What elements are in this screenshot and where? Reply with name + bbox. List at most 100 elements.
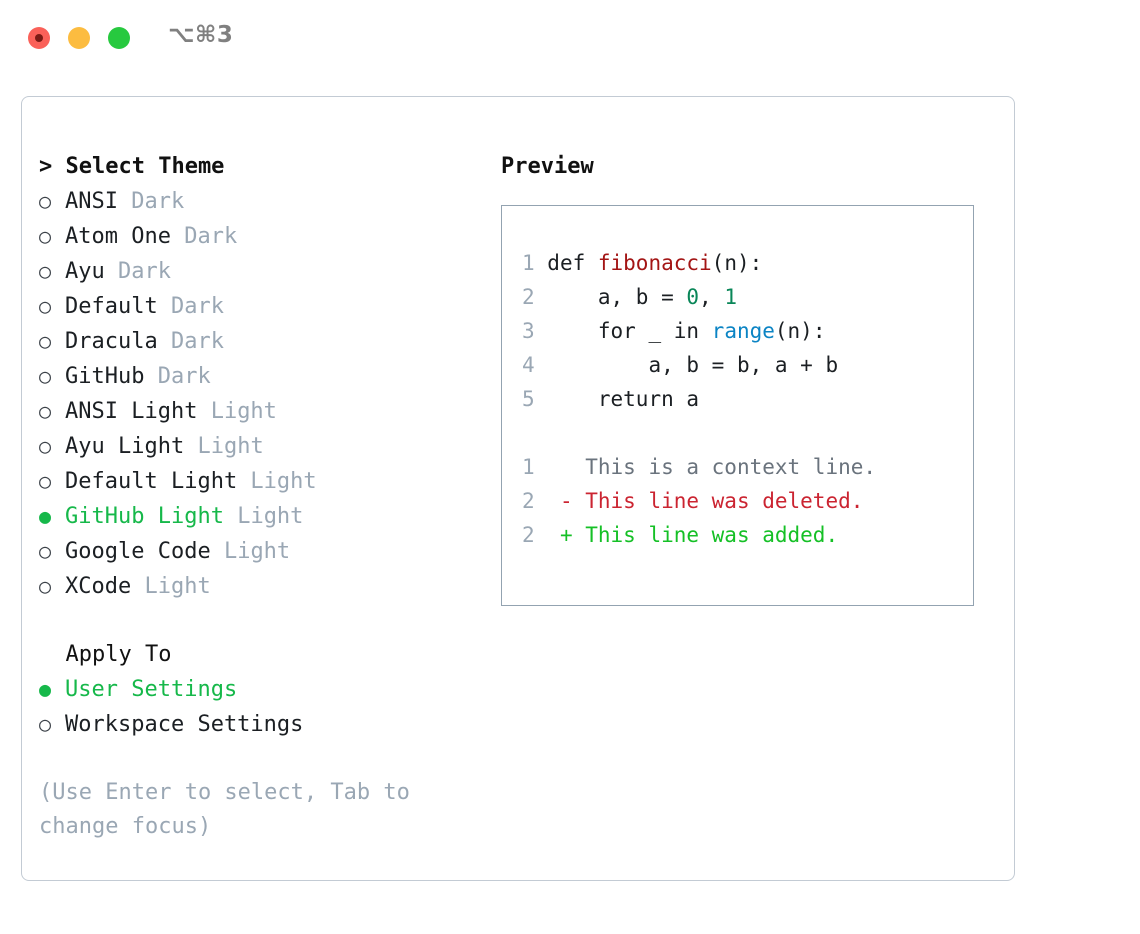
- diff-text: This is a context line.: [559, 455, 877, 479]
- theme-option-atom-one[interactable]: ○ Atom One Dark: [39, 219, 479, 254]
- diff-line: 2 + This line was added.: [522, 518, 973, 552]
- theme-option-github-light[interactable]: ● GitHub Light Light: [39, 499, 479, 534]
- code-line: 4 a, b = b, a + b: [522, 348, 973, 382]
- option-label: Ayu Light: [65, 434, 185, 459]
- code-token: (n):: [711, 251, 763, 275]
- line-number: 4: [522, 353, 548, 377]
- theme-selector-panel: > Select Theme ○ANSI Dark○Atom One Dark○…: [21, 96, 1015, 881]
- theme-option-ayu[interactable]: ○ Ayu Dark: [39, 254, 479, 289]
- radio-unselected-icon: ○: [39, 329, 52, 353]
- option-label: XCode: [65, 574, 132, 599]
- apply-option-workspace-settings[interactable]: ○ Workspace Settings: [39, 707, 479, 742]
- diff-text: - This line was deleted.: [559, 489, 864, 513]
- theme-option-ansi[interactable]: ○ANSI Dark: [39, 184, 479, 219]
- theme-option-dracula[interactable]: ○ Dracula Dark: [39, 324, 479, 359]
- apply-option-user-settings[interactable]: ● User Settings: [39, 672, 479, 707]
- code-line: 1 def fibonacci(n):: [522, 246, 973, 280]
- code-token: a, b =: [547, 285, 687, 309]
- code-token: ,: [699, 285, 725, 309]
- theme-list-column: > Select Theme ○ANSI Dark○Atom One Dark○…: [39, 150, 479, 844]
- option-variant-badge: Dark: [104, 259, 171, 284]
- radio-unselected-icon: ○: [39, 399, 52, 423]
- option-variant-badge: Dark: [144, 364, 211, 389]
- theme-option-google-code[interactable]: ○Google Code Light: [39, 534, 479, 569]
- option-variant-badge: Light: [197, 399, 277, 424]
- option-label: Default: [65, 294, 158, 319]
- title-bar: ⌥⌘3: [0, 0, 1140, 78]
- section-spacer: [39, 604, 479, 638]
- diff-line: 2 - This line was deleted.: [522, 484, 973, 518]
- option-label: GitHub: [65, 364, 145, 389]
- option-label: Dracula: [65, 329, 158, 354]
- theme-option-ayu-light[interactable]: ○ Ayu Light Light: [39, 429, 479, 464]
- code-line: 5 return a: [522, 382, 973, 416]
- line-number: 5: [522, 387, 548, 411]
- code-token: (n):: [774, 319, 826, 343]
- option-variant-badge: Dark: [170, 224, 238, 249]
- option-variant-badge: Dark: [157, 294, 224, 319]
- theme-option-ansi-light[interactable]: ○ ANSI Light Light: [39, 394, 479, 429]
- radio-unselected-icon: ○: [39, 712, 52, 736]
- code-token: range: [711, 319, 775, 343]
- line-number: 1: [522, 455, 560, 479]
- maximize-button[interactable]: [108, 27, 130, 49]
- option-label: Ayu: [65, 259, 105, 284]
- option-label: ANSI: [65, 189, 118, 214]
- theme-option-github[interactable]: ○ GitHub Dark: [39, 359, 479, 394]
- theme-option-default[interactable]: ○Default Dark: [39, 289, 479, 324]
- line-number: 2: [522, 285, 548, 309]
- radio-unselected-icon: ○: [39, 364, 52, 388]
- close-button[interactable]: [28, 27, 50, 49]
- option-variant-badge: Light: [223, 504, 304, 529]
- line-number: 2: [522, 523, 560, 547]
- theme-option-xcode[interactable]: ○ XCode Light: [39, 569, 479, 604]
- radio-unselected-icon: ○: [39, 189, 52, 213]
- option-variant-badge: Light: [131, 574, 211, 599]
- diff-text: + This line was added.: [559, 523, 839, 547]
- code-token: for _ in: [547, 319, 712, 343]
- code-token: a, b = b, a + b: [547, 353, 839, 377]
- radio-selected-icon: ●: [39, 677, 52, 701]
- line-number: 2: [522, 489, 560, 513]
- diff-sample: 1 This is a context line.2 - This line w…: [522, 450, 973, 552]
- code-line: 2 a, b = 0, 1: [522, 280, 973, 314]
- window-controls: [28, 27, 130, 49]
- option-variant-badge: Light: [237, 469, 317, 494]
- option-label: Workspace Settings: [65, 712, 304, 737]
- option-variant-badge: Light: [184, 434, 264, 459]
- option-label: GitHub Light: [65, 504, 224, 529]
- code-token: def: [547, 251, 598, 275]
- code-token: return a: [547, 387, 700, 411]
- theme-option-list: ○ANSI Dark○Atom One Dark○Ayu Dark○Defaul…: [39, 184, 479, 604]
- apply-to-heading: Apply To: [39, 642, 172, 667]
- radio-selected-icon: ●: [39, 504, 52, 528]
- option-variant-badge: Dark: [157, 329, 224, 354]
- code-token: 1: [724, 285, 737, 309]
- keyboard-hint-text: (Use Enter to select, Tab to change focu…: [39, 780, 424, 839]
- option-label: Atom One: [65, 224, 171, 249]
- apply-to-option-list: ● User Settings ○ Workspace Settings: [39, 672, 479, 742]
- code-token: fibonacci: [597, 251, 712, 275]
- theme-option-default-light[interactable]: ○ Default Light Light: [39, 464, 479, 499]
- option-label: ANSI Light: [65, 399, 198, 424]
- keyboard-shortcut-label: ⌥⌘3: [168, 22, 234, 48]
- code-line: 3 for _ in range(n):: [522, 314, 973, 348]
- option-label: User Settings: [65, 677, 238, 702]
- minimize-button[interactable]: [68, 27, 90, 49]
- radio-unselected-icon: ○: [39, 469, 52, 493]
- preview-title: Preview: [501, 154, 594, 179]
- radio-unselected-icon: ○: [39, 434, 52, 458]
- code-token: 0: [686, 285, 700, 309]
- line-number: 3: [522, 319, 548, 343]
- radio-unselected-icon: ○: [39, 224, 52, 248]
- radio-unselected-icon: ○: [39, 259, 52, 283]
- option-label: Default Light: [65, 469, 238, 494]
- preview-column: Preview 1 def fibonacci(n):2 a, b = 0, 1…: [501, 150, 974, 606]
- diff-line: 1 This is a context line.: [522, 450, 973, 484]
- radio-unselected-icon: ○: [39, 574, 52, 598]
- option-variant-badge: Light: [210, 539, 291, 564]
- line-number: 1: [522, 251, 548, 275]
- select-theme-heading: > Select Theme: [39, 154, 225, 179]
